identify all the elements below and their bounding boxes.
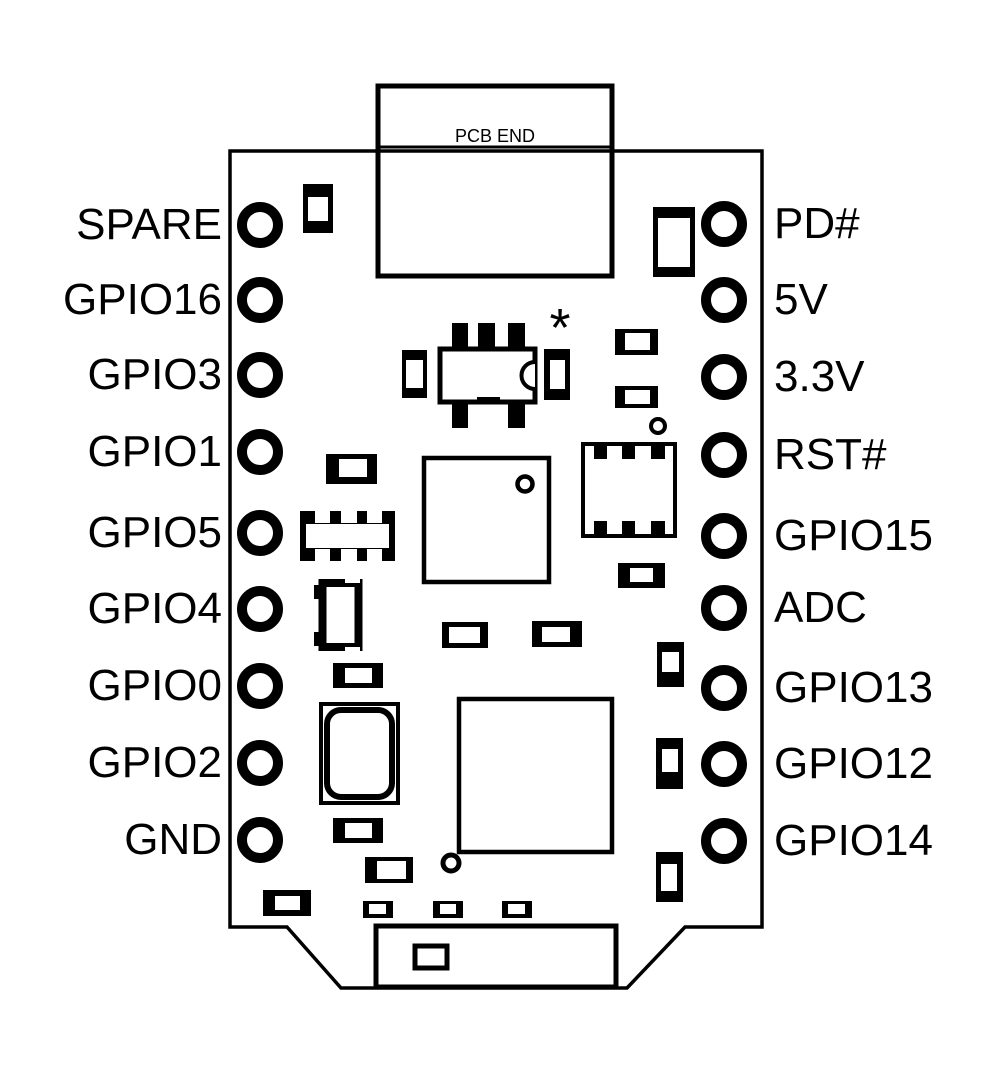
pin-label-5v: 5V: [774, 275, 828, 324]
pin-label-gpio16: GPIO16: [63, 275, 222, 324]
pin-label-gpio14: GPIO14: [774, 816, 933, 865]
pin-holes-left: [237, 202, 283, 863]
pin-label-3v3: 3.3V: [774, 352, 865, 401]
pin1-dot: [515, 474, 535, 494]
pin-label-adc: ADC: [774, 583, 867, 632]
pin-label-spare: SPARE: [76, 200, 222, 249]
smd-passive: [333, 663, 383, 688]
module-end-outline: [375, 83, 615, 279]
asterisk-marker: *: [549, 298, 571, 358]
pin-label-gnd: GND: [124, 815, 222, 864]
smd-passive: [618, 563, 665, 588]
pin-label-gpio0: GPIO0: [87, 661, 223, 710]
smd-passive: [615, 329, 658, 355]
smd-passive: [657, 642, 684, 687]
smd-passive: [532, 621, 582, 647]
smd-passive: [263, 890, 311, 916]
polarized-component: [314, 579, 363, 651]
smd-passive: [333, 818, 383, 843]
pin-label-gpio15: GPIO15: [774, 511, 933, 560]
pin-hole-gpio5: [237, 510, 283, 556]
pin-hole-gpio15: [701, 513, 747, 559]
smd-passive: [656, 852, 683, 902]
smd-passive: [615, 386, 658, 408]
main-ic: [421, 455, 552, 585]
pin-hole-pd: [701, 201, 747, 247]
pin-label-rst: RST#: [774, 430, 887, 479]
pin-label-gpio4: GPIO4: [87, 584, 223, 633]
smd-passive-horizontal-group: [263, 329, 665, 918]
smd-passive-small: [502, 901, 532, 918]
pin-label-pd: PD#: [774, 199, 860, 248]
smd-passive: [326, 454, 377, 484]
pin-hole-gpio12: [701, 741, 747, 787]
sot23-transistor: [437, 323, 538, 428]
smd-passive-vertical-group: [303, 184, 695, 902]
pin-hole-gpio4: [237, 586, 283, 632]
fiducial-dot: [649, 417, 667, 435]
crystal: [319, 702, 400, 805]
smd-passive: [365, 857, 413, 883]
pin1-notch: [519, 360, 536, 391]
six-pad-ic: [581, 442, 677, 538]
castellated-component: [300, 511, 395, 561]
pin-hole-gpio2: [237, 740, 283, 786]
pcb-end-label: PCB END: [454, 126, 535, 146]
pin-label-gpio2: GPIO2: [87, 738, 223, 787]
pin-hole-gpio1: [237, 429, 283, 475]
pin-hole-spare: [237, 202, 283, 248]
pin-hole-gpio13: [701, 665, 747, 711]
pin-label-gpio3: GPIO3: [87, 350, 223, 399]
pin-hole-adc: [701, 585, 747, 631]
pin-hole-gpio16: [237, 277, 283, 323]
smd-passive-small: [363, 901, 393, 918]
pin-label-gpio13: GPIO13: [774, 663, 933, 712]
smd-passive: [303, 184, 333, 233]
smd-passive: [653, 207, 695, 277]
pin-label-gpio5: GPIO5: [87, 508, 223, 557]
smd-passive-small: [433, 901, 463, 918]
usb-connector: [373, 923, 619, 990]
smd-passive: [442, 622, 488, 648]
pin-hole-3v3: [701, 354, 747, 400]
pin-hole-gpio0: [237, 663, 283, 709]
pin-hole-rst: [701, 432, 747, 478]
smd-passive: [402, 350, 427, 398]
pin-hole-gnd: [237, 817, 283, 863]
smd-passive: [656, 738, 683, 789]
pin-holes-right: [701, 201, 747, 864]
pin-hole-gpio14: [701, 818, 747, 864]
smd-passive: [544, 349, 570, 400]
fiducial-dot: [440, 852, 462, 874]
pin-hole-5v: [701, 277, 747, 323]
pin-label-gpio1: GPIO1: [87, 427, 223, 476]
flash-ic: [456, 696, 615, 855]
pin-label-gpio12: GPIO12: [774, 739, 933, 788]
pin-hole-gpio3: [237, 352, 283, 398]
